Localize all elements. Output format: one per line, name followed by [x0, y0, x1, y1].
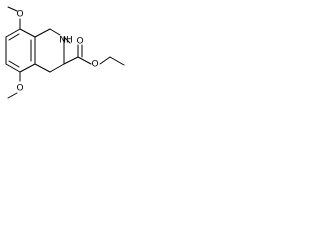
bond-c3-c4 [49, 63, 65, 73]
chemical-structure-diagram: O O NH O O [5, 6, 125, 99]
bond-c7-c8 [5, 28, 21, 38]
bond-aromatic-inner-c7-c8 [8, 33, 20, 41]
bond-methoxy-bottom-ch3 [7, 92, 18, 99]
bond-c8-c8a [19, 28, 36, 38]
bond-ch2-ch3 [109, 56, 125, 66]
carbonyl-oxygen-label: O [76, 37, 83, 47]
bond-ester-o-ch2 [99, 56, 111, 65]
bond-n2-c3 [63, 36, 71, 44]
bond-c5-c6 [5, 63, 21, 73]
ring-nitrogen-label: NH [59, 36, 73, 46]
bond-c4-c4a [34, 63, 51, 73]
bond-c8a-c1 [34, 28, 51, 38]
bond-lines [5, 6, 125, 99]
bond-c4a-c5 [19, 63, 36, 73]
bond-carbonyl-ester-o [77, 56, 92, 65]
methoxy-top-oxygen-label: O [16, 10, 23, 20]
ester-oxygen-label: O [91, 60, 98, 70]
bond-c1-n2 [49, 28, 61, 36]
bond-c3-carbonyl-carbon [63, 56, 79, 65]
methoxy-bottom-oxygen-label: O [16, 84, 23, 94]
bond-methoxy-top-ch3 [7, 6, 18, 12]
bond-aromatic-inner-c5-c6 [8, 60, 20, 68]
atom-labels: O O NH O O [16, 10, 98, 94]
